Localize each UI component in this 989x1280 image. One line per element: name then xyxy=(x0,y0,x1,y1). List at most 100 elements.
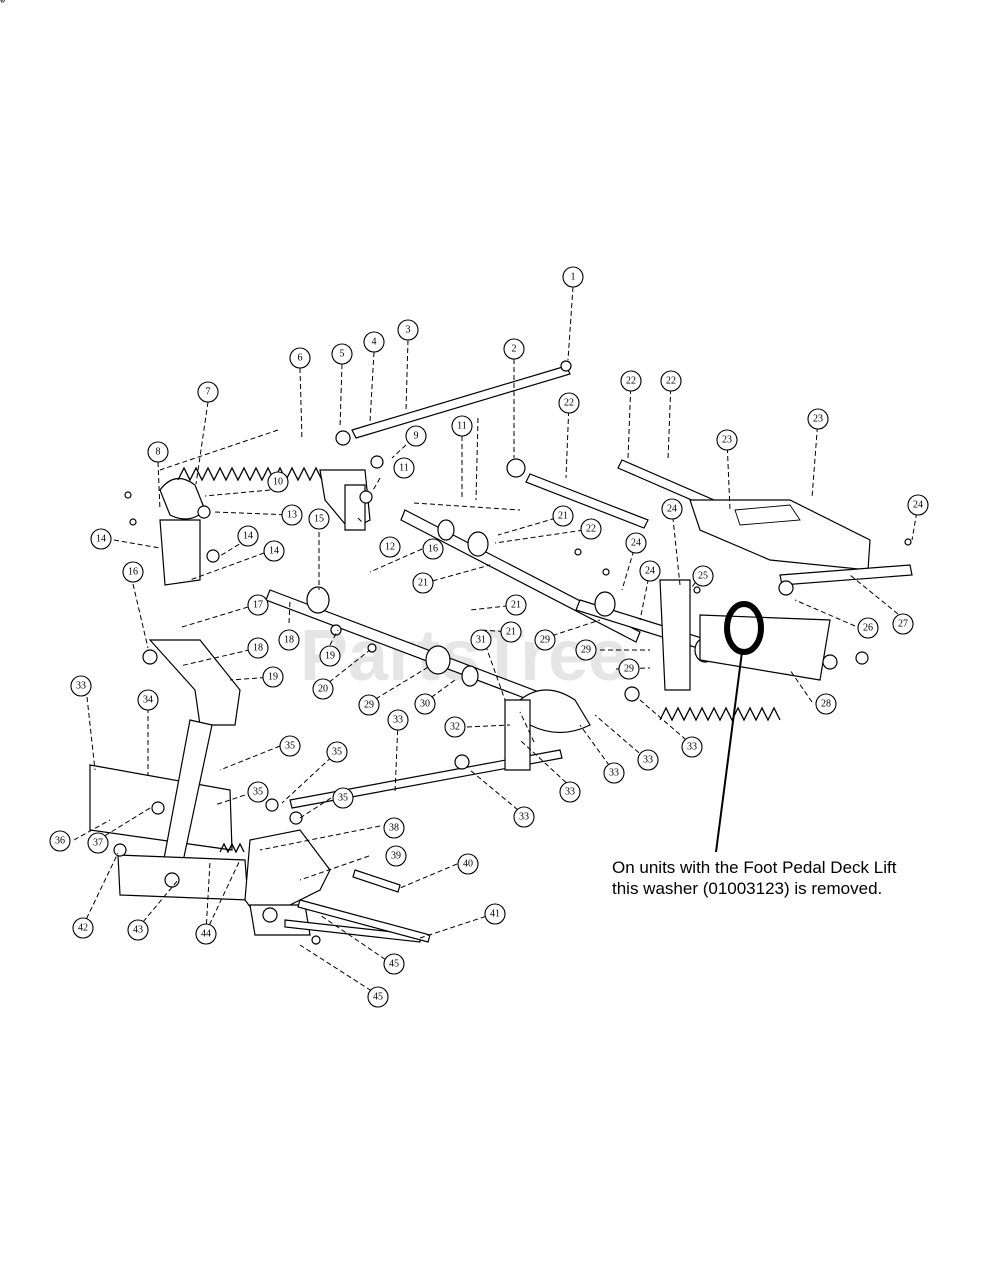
callout-14-c: 46 xyxy=(0,0,5,6)
svg-text:24: 24 xyxy=(667,504,677,515)
callout-33-b: 19 xyxy=(319,645,341,667)
callout-38: 38 xyxy=(383,817,405,839)
svg-text:7: 7 xyxy=(206,387,211,398)
svg-text:1: 1 xyxy=(571,272,576,283)
callout-35-a: 12 xyxy=(379,536,401,558)
svg-text:8: 8 xyxy=(156,447,161,458)
svg-text:27: 27 xyxy=(898,619,908,630)
callout-20: 21 xyxy=(500,621,522,643)
svg-text:25: 25 xyxy=(698,571,708,582)
callout-41: 45 xyxy=(383,953,405,975)
callout-10: 43 xyxy=(127,919,149,941)
svg-text:11: 11 xyxy=(399,463,409,474)
washer-note-leader xyxy=(715,651,743,853)
svg-text:37: 37 xyxy=(93,838,103,849)
svg-text:39: 39 xyxy=(391,851,401,862)
callout-24-d: 29 xyxy=(618,658,640,680)
callout-23-b: 22 xyxy=(660,370,682,392)
svg-text:13: 13 xyxy=(287,510,297,521)
svg-text:28: 28 xyxy=(821,699,831,710)
callout-21-a: 15 xyxy=(308,508,330,530)
callout-33-top: 2 xyxy=(503,338,525,360)
svg-text:23: 23 xyxy=(813,414,823,425)
svg-text:16: 16 xyxy=(128,567,138,578)
callout-26: 7 xyxy=(197,381,219,403)
callout-14-a: 16 xyxy=(422,538,444,560)
svg-text:29: 29 xyxy=(540,635,550,646)
callout-21-d: 29 xyxy=(358,694,380,716)
callout-22-d: 30 xyxy=(414,693,436,715)
callout-45-extra: 47 xyxy=(0,0,5,6)
callout-11-b: 24 xyxy=(907,494,929,516)
svg-text:2: 2 xyxy=(512,344,517,355)
svg-text:32: 32 xyxy=(450,722,460,733)
svg-text:33: 33 xyxy=(565,787,575,798)
callout-1: 45 xyxy=(367,986,389,1008)
washer-note-line-1: On units with the Foot Pedal Deck Lift xyxy=(612,858,897,877)
callout-47: 21 xyxy=(412,572,434,594)
callout-37: 39 xyxy=(385,845,407,867)
washer-note: On units with the Foot Pedal Deck Lift t… xyxy=(612,857,942,899)
washer-note-line-2: this washer (01003123) is removed. xyxy=(612,879,883,898)
svg-text:22: 22 xyxy=(586,524,596,535)
callout-22-c: 24 xyxy=(639,560,661,582)
callout-24-c: 25 xyxy=(692,565,714,587)
svg-text:35: 35 xyxy=(338,793,348,804)
callout-19-left: 8 xyxy=(147,441,169,463)
callout-33-d: 33 xyxy=(513,806,535,828)
callout-33-right: 26 xyxy=(857,617,879,639)
svg-text:6: 6 xyxy=(298,353,303,364)
svg-text:11: 11 xyxy=(457,421,467,432)
callout-27: 18 xyxy=(247,637,269,659)
svg-text:10: 10 xyxy=(273,477,283,488)
svg-text:18: 18 xyxy=(284,635,294,646)
callout-12: 23 xyxy=(807,408,829,430)
callout-25: 40 xyxy=(457,853,479,875)
callout-29-b: 14 xyxy=(237,525,259,547)
svg-text:14: 14 xyxy=(96,534,106,545)
callout-2: 20 xyxy=(312,678,334,700)
svg-text:45: 45 xyxy=(373,992,383,1003)
callout-17: 5 xyxy=(331,343,353,365)
callout-39: 19 xyxy=(262,666,284,688)
callout-29-a: 11 xyxy=(393,457,415,479)
fasteners xyxy=(113,360,912,945)
svg-text:33: 33 xyxy=(609,768,619,779)
callout-22-a: 18 xyxy=(278,629,300,651)
callout-34: 13 xyxy=(281,504,303,526)
callout-23-a: 22 xyxy=(558,392,580,414)
svg-text:21: 21 xyxy=(418,578,428,589)
callout-35-c: 33 xyxy=(559,781,581,803)
callout-24-b: 10 xyxy=(267,471,289,493)
svg-text:29: 29 xyxy=(624,664,634,675)
leader-lines xyxy=(73,286,919,996)
callout-21-b: 22 xyxy=(580,518,602,540)
highlighted-washer-ring xyxy=(724,601,764,655)
svg-text:22: 22 xyxy=(666,376,676,387)
svg-text:43: 43 xyxy=(133,925,143,936)
svg-text:21: 21 xyxy=(511,600,521,611)
svg-text:35: 35 xyxy=(253,787,263,798)
callout-21-c: 24 xyxy=(625,532,647,554)
callout-28: 41 xyxy=(484,903,506,925)
svg-text:36: 36 xyxy=(55,836,65,847)
svg-text:38: 38 xyxy=(389,823,399,834)
svg-text:24: 24 xyxy=(645,566,655,577)
svg-text:22: 22 xyxy=(626,376,636,387)
callout-11-a: 22 xyxy=(620,370,642,392)
svg-text:24: 24 xyxy=(631,538,641,549)
svg-text:16: 16 xyxy=(428,544,438,555)
callout-43: 27 xyxy=(892,613,914,635)
callout-46: 24 xyxy=(661,498,683,520)
callout-16-a: 29 xyxy=(575,639,597,661)
callout-45-top: 11 xyxy=(451,415,473,437)
svg-text:31: 31 xyxy=(476,635,486,646)
callout-45-right: 28 xyxy=(815,693,837,715)
svg-text:21: 21 xyxy=(558,511,568,522)
svg-text:5: 5 xyxy=(340,349,345,360)
svg-text:14: 14 xyxy=(269,546,279,557)
svg-text:19: 19 xyxy=(268,672,278,683)
svg-text:21: 21 xyxy=(506,627,516,638)
svg-text:24: 24 xyxy=(913,500,923,511)
